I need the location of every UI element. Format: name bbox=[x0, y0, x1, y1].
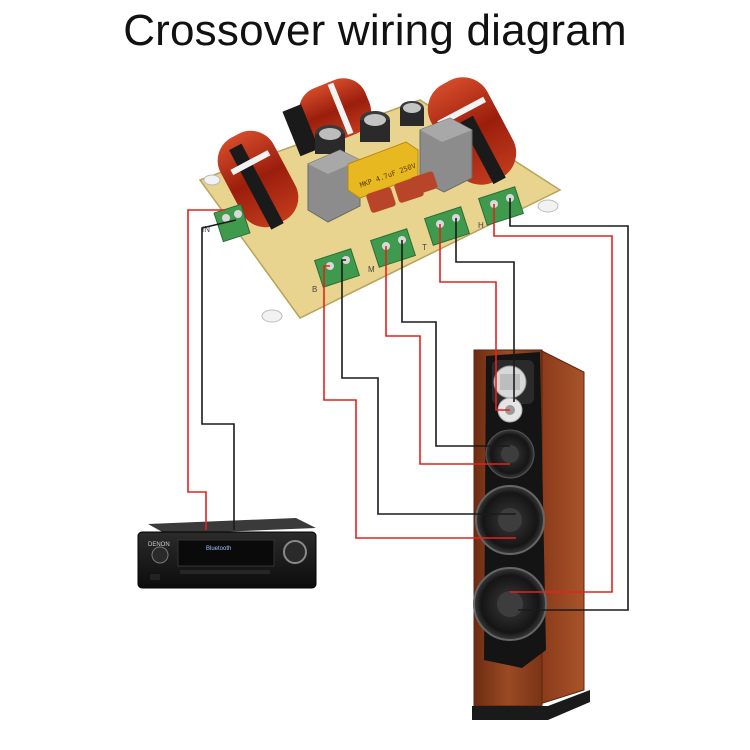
terminal-label-b: B bbox=[312, 285, 317, 294]
wire-red-amp-in bbox=[187, 209, 225, 530]
amplifier-display-text: Bluetooth bbox=[206, 546, 231, 552]
film-capacitor bbox=[307, 149, 361, 223]
wire-black-bass bbox=[341, 259, 516, 515]
input-knob-icon bbox=[151, 546, 169, 564]
crossover-board: MKP 4.7uF 250V bbox=[198, 77, 562, 323]
resistor bbox=[410, 171, 438, 195]
wire-black-tweeter bbox=[455, 218, 515, 402]
standoff bbox=[261, 309, 283, 323]
terminal-label-h: H bbox=[478, 221, 484, 230]
electrolytic-capacitor bbox=[315, 125, 345, 154]
floor-speaker bbox=[472, 349, 590, 720]
standoff bbox=[203, 174, 221, 186]
terminal-label-t: T bbox=[422, 243, 427, 252]
wire-black-mid bbox=[401, 240, 510, 447]
terminal-block-in bbox=[213, 203, 251, 243]
speaker-base bbox=[472, 690, 590, 720]
wire-red-high bbox=[493, 204, 613, 593]
tweeter-grille bbox=[500, 374, 520, 390]
speaker-side-panel bbox=[539, 349, 585, 705]
amplifier: DENON Bluetooth bbox=[137, 518, 317, 589]
resistor bbox=[366, 187, 396, 213]
terminal-block-h bbox=[477, 186, 525, 226]
wire-black-high bbox=[509, 198, 629, 611]
wire-red-mid bbox=[385, 246, 510, 465]
standoff bbox=[537, 199, 559, 213]
electrolytic-capacitor bbox=[400, 101, 424, 126]
amplifier-top bbox=[148, 518, 316, 534]
terminal-label-in: IN bbox=[202, 225, 210, 234]
terminal-label-m: M bbox=[368, 265, 375, 274]
inductor-coil bbox=[217, 130, 299, 230]
wire-black-amp-in bbox=[201, 219, 237, 530]
diagram-title: Crossover wiring diagram bbox=[123, 6, 627, 55]
volume-knob-icon bbox=[283, 540, 307, 564]
wire-red-bass bbox=[323, 265, 516, 539]
electrolytic-capacitor bbox=[360, 111, 390, 142]
terminal-block-t bbox=[423, 206, 471, 246]
wires bbox=[187, 198, 629, 611]
inductor-coil bbox=[282, 78, 372, 157]
amplifier-brand: DENON bbox=[148, 542, 170, 548]
amplifier-display bbox=[177, 539, 275, 567]
wire-red-tweeter bbox=[439, 224, 510, 411]
